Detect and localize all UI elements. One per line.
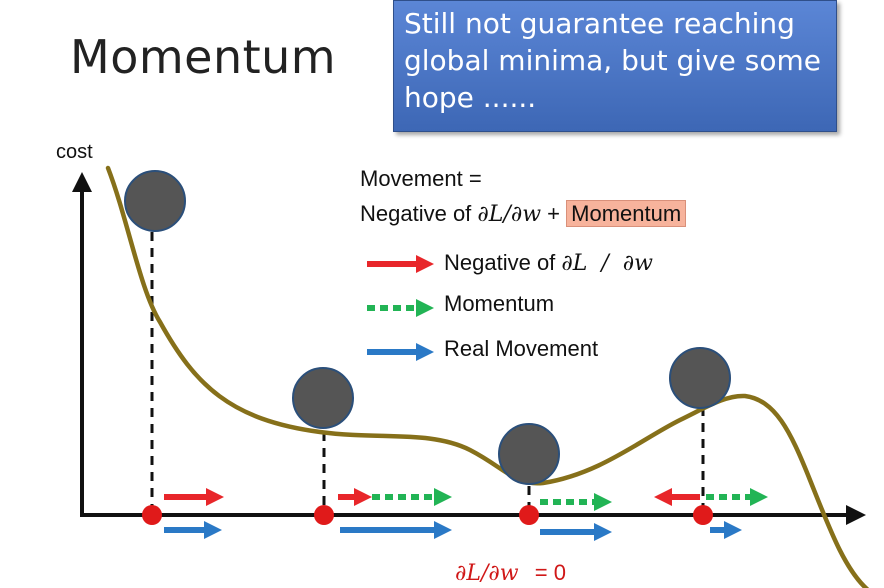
formula-plus: + — [547, 201, 561, 226]
point-4 — [693, 505, 713, 525]
zero-gradient-math: ∂L/∂w — [455, 561, 519, 586]
p4-momentum-arrow — [706, 488, 768, 506]
zero-gradient-label: ∂L/∂w = 0 — [455, 560, 566, 586]
y-axis-label: cost — [56, 141, 93, 163]
legend-movement-arrow — [367, 343, 434, 361]
p2-gradient-arrow — [338, 488, 372, 506]
y-axis-arrowhead — [72, 172, 92, 192]
formula-momentum-highlight: Momentum — [566, 200, 687, 227]
p2-movement-arrow — [340, 521, 452, 539]
p1-movement-arrow — [164, 521, 222, 539]
legend-momentum-label: Momentum — [444, 291, 555, 316]
p4-movement-arrow — [710, 521, 742, 539]
p2-momentum-arrow — [372, 488, 452, 506]
zero-gradient-eq: = 0 — [534, 560, 566, 585]
legend-gradient-arrow — [367, 255, 434, 273]
callout-line-3: hope ...... — [404, 81, 537, 115]
callout-line-1: Still not guarantee reaching — [404, 7, 795, 40]
slide-title: Momentum — [70, 30, 337, 84]
point-2 — [314, 505, 334, 525]
x-axis-arrowhead — [846, 505, 866, 525]
p3-momentum-arrow — [540, 493, 612, 511]
legend-momentum-arrow — [367, 299, 434, 317]
formula-gradient: ∂L/∂w — [477, 202, 542, 227]
callout-box: Still not guarantee reaching global mini… — [393, 0, 837, 132]
point-3 — [519, 505, 539, 525]
legend-gradient-text: Negative of — [444, 250, 556, 275]
p3-movement-arrow — [540, 523, 612, 541]
legend-movement-label: Real Movement — [444, 336, 599, 361]
ball-4 — [669, 347, 731, 409]
point-1 — [142, 505, 162, 525]
formula-negative-text: Negative of — [360, 201, 472, 226]
p4-gradient-arrow — [654, 488, 700, 506]
ball-3 — [498, 423, 560, 485]
formula-line-2: Negative of ∂L/∂w + Momentum — [360, 200, 687, 227]
ball-2 — [292, 367, 354, 429]
legend-gradient-math: ∂L / ∂w — [561, 251, 653, 276]
cost-curve — [105, 165, 870, 588]
formula-line-1: Movement = — [360, 166, 482, 191]
callout-line-2: global minima, but give some — [404, 44, 821, 78]
legend-gradient-label: Negative of ∂L / ∂w — [444, 250, 653, 276]
ball-1 — [124, 170, 186, 232]
p1-gradient-arrow — [164, 488, 224, 506]
